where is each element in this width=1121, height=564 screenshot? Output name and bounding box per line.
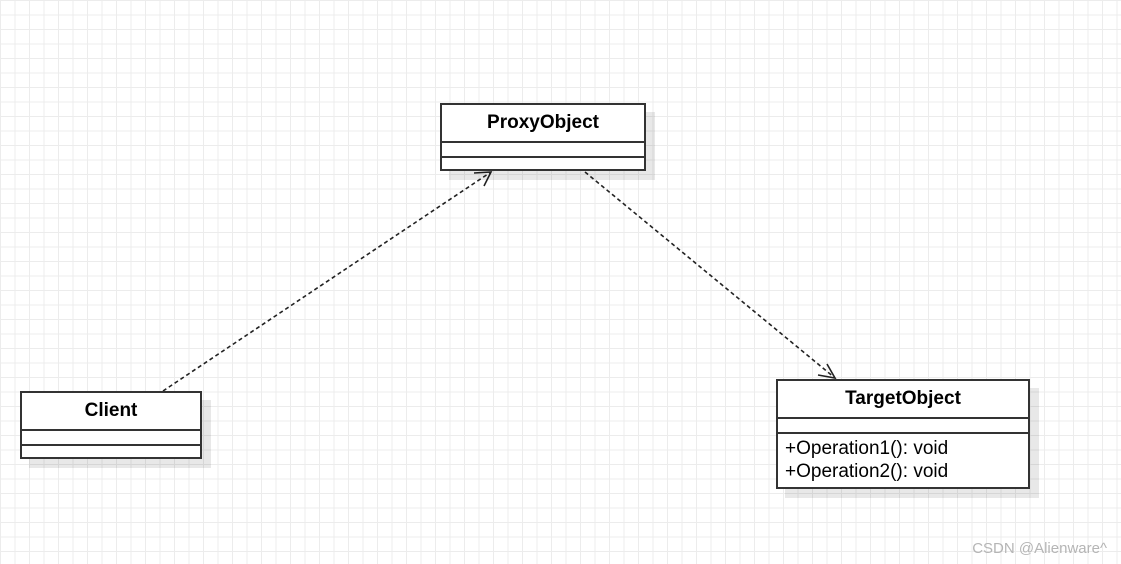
class-client[interactable]: Client — [20, 391, 202, 459]
class-proxyobject[interactable]: ProxyObject — [440, 103, 646, 171]
attributes-compartment — [442, 143, 644, 158]
class-name: Client — [22, 393, 200, 431]
operation-item: +Operation1(): void — [785, 438, 949, 459]
operations-compartment — [442, 158, 644, 161]
operation-item: +Operation2(): void — [785, 461, 949, 482]
watermark: CSDN @Alienware^ — [972, 540, 1107, 557]
client-to-proxy-dependency[interactable] — [162, 171, 492, 392]
operations-compartment — [22, 446, 200, 449]
class-targetobject[interactable]: TargetObject +Operation1(): void +Operat… — [776, 379, 1030, 489]
attributes-compartment — [22, 431, 200, 446]
proxy-to-target-arrowhead — [817, 363, 837, 380]
attributes-compartment — [778, 419, 1028, 434]
operations-compartment: +Operation1(): void +Operation2(): void — [778, 434, 1028, 483]
class-name: ProxyObject — [442, 105, 644, 143]
client-to-proxy-arrowhead — [473, 171, 493, 187]
proxy-to-target-dependency[interactable] — [584, 171, 836, 379]
class-name: TargetObject — [778, 381, 1028, 419]
